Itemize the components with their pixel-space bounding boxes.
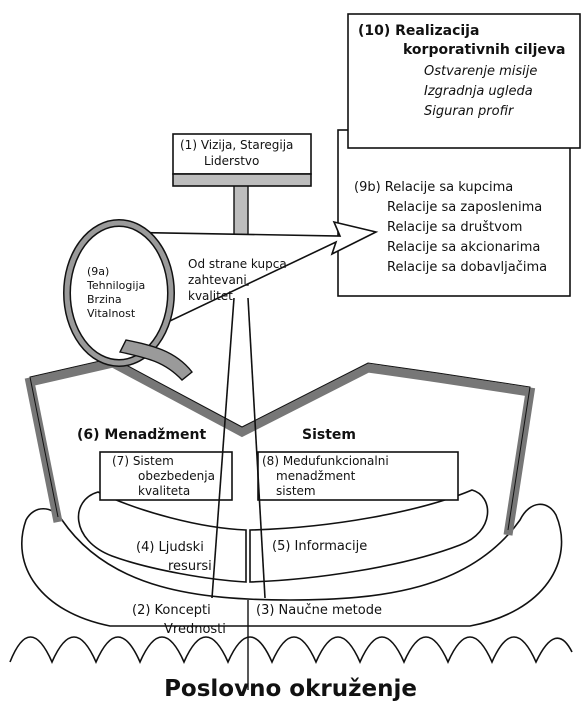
quality-label-line3: kvalitet bbox=[188, 289, 233, 303]
loop-line1: (9a) bbox=[87, 265, 110, 278]
box7-line3: kvaliteta bbox=[138, 484, 191, 498]
goals-heading-line2: korporativnih ciljeva bbox=[403, 42, 566, 58]
box8-line3: sistem bbox=[276, 484, 316, 498]
goal-item-mission: Ostvarenje misije bbox=[424, 64, 538, 79]
methods-label: (3) Naučne metode bbox=[256, 603, 382, 618]
technology-loop-gray bbox=[64, 220, 174, 366]
vision-line2: Liderstvo bbox=[204, 154, 260, 168]
foundation-bowl bbox=[21, 503, 563, 627]
concepts-line2: Vrednosti bbox=[164, 622, 226, 637]
goals-heading-line1: (10) Realizacija bbox=[358, 23, 480, 39]
concepts-line1: (2) Koncepti bbox=[132, 603, 211, 618]
human-line2: resursi bbox=[168, 559, 212, 574]
info-label: (5) Informacije bbox=[272, 539, 368, 554]
loop-line3: Brzina bbox=[87, 293, 122, 306]
goal-item-profit: Siguran profir bbox=[424, 104, 514, 119]
vision-box-bar bbox=[172, 173, 312, 187]
quality-label-line2: zahtevani bbox=[188, 273, 247, 287]
relations-box-frame bbox=[337, 129, 571, 297]
system-label: Sistem bbox=[302, 427, 356, 443]
information-shape bbox=[249, 489, 489, 583]
relation-society: Relacije sa društvom bbox=[387, 220, 523, 235]
relation-customers: (9b) Relacije sa kupcima bbox=[354, 180, 514, 195]
human-line1: (4) Ljudski bbox=[136, 540, 204, 555]
human-resources-shape bbox=[77, 491, 247, 583]
house-frame-edge bbox=[29, 357, 531, 531]
house-frame bbox=[24, 358, 536, 536]
box-7-frame bbox=[99, 451, 233, 501]
vision-line1: (1) Vizija, Staregija bbox=[180, 138, 294, 152]
box7-line1: (7) Sistem bbox=[112, 454, 174, 468]
technology-loop-tail bbox=[118, 339, 193, 381]
box8-line1: (8) Medufunkcionalni bbox=[262, 454, 389, 468]
box8-line2: menadžment bbox=[276, 469, 356, 483]
loop-line4: Vitalnost bbox=[87, 307, 136, 320]
relation-suppliers: Relacije sa dobavljačima bbox=[387, 260, 548, 275]
footer-title: Poslovno okruženje bbox=[164, 676, 417, 702]
vision-box-frame bbox=[172, 133, 312, 175]
goals-box-frame bbox=[347, 13, 581, 149]
mast-left bbox=[211, 297, 235, 599]
management-label: (6) Menadžment bbox=[77, 427, 207, 443]
box-8-frame bbox=[257, 451, 459, 501]
relation-employees: Relacije sa zaposlenima bbox=[387, 200, 543, 215]
quality-label-line1: Od strane kupca bbox=[188, 257, 287, 271]
relation-shareholders: Relacije sa akcionarima bbox=[387, 240, 541, 255]
environment-waves bbox=[9, 636, 573, 664]
loop-line2: Tehnilogija bbox=[87, 279, 146, 292]
box7-line2: obezbedenja bbox=[138, 469, 215, 483]
mast-right bbox=[247, 297, 266, 599]
goal-item-reputation: Izgradnja ugleda bbox=[424, 84, 533, 99]
